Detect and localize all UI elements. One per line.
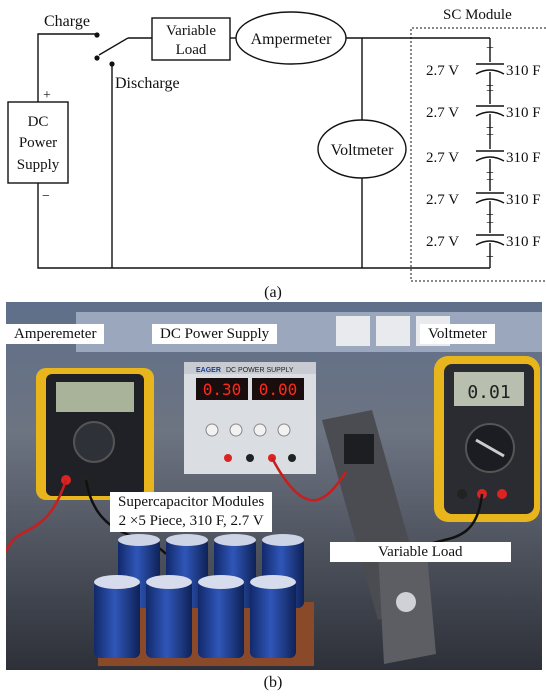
dc-supply-label-line2: Power xyxy=(19,135,57,151)
voltmeter-device: 0.01 xyxy=(434,356,540,522)
sc-cell-plus: + xyxy=(486,128,494,143)
sc-module-border xyxy=(410,27,546,282)
capacitor-cell xyxy=(250,575,296,658)
discharge-label: Discharge xyxy=(115,75,180,92)
wire-red xyxy=(270,457,348,502)
sc-cell: + − 2.7 V 310 F xyxy=(426,128,541,181)
voltmeter-symbol xyxy=(317,119,407,179)
sc-cell: + − 2.7 V 310 F xyxy=(426,84,541,136)
dc-supply-label-line3: Supply xyxy=(17,157,60,173)
switch-contact-discharge xyxy=(109,61,115,67)
sc-cell: + − 2.7 V 310 F xyxy=(426,173,541,223)
variable-load-box xyxy=(151,17,231,61)
sc-cell-minus: − xyxy=(486,79,494,94)
sc-cell-capacitance: 310 F xyxy=(506,63,541,79)
sc-cell-minus: − xyxy=(486,208,494,223)
label-supercapacitor-modules-line2: 2 ×5 Piece, 310 F, 2.7 V xyxy=(118,513,264,529)
dc-supply-minus: − xyxy=(42,189,50,204)
supply-voltage-display: 0.30 xyxy=(203,380,242,399)
sc-cell-plus: + xyxy=(486,84,494,99)
sc-cell-capacitance: 310 F xyxy=(506,192,541,208)
caption-a: (a) xyxy=(264,284,282,300)
photo-illustration: EAGER DC POWER SUPPLY 0.30 0.00 0.01 xyxy=(6,302,542,670)
sc-module-label: SC Module xyxy=(443,7,512,23)
dc-supply-plus: + xyxy=(43,88,51,103)
sc-cell: + − 2.7 V 310 F xyxy=(426,216,541,265)
dc-supply-device: EAGER DC POWER SUPPLY 0.30 0.00 xyxy=(184,362,316,474)
capacitor-cell xyxy=(198,575,244,658)
switch-contact-charge xyxy=(94,32,100,38)
sc-cell-capacitance: 310 F xyxy=(506,150,541,166)
capacitor-cell xyxy=(94,575,140,658)
supply-brand: EAGER xyxy=(196,367,221,374)
amperemeter-device xyxy=(36,368,154,500)
sc-cell-plus: + xyxy=(486,41,494,56)
sc-cell-voltage: 2.7 V xyxy=(426,105,459,121)
sc-cell-plus: + xyxy=(486,173,494,188)
variable-load-label-line1: Variable xyxy=(166,23,216,39)
sc-cell-voltage: 2.7 V xyxy=(426,234,459,250)
wire-return xyxy=(37,183,490,269)
switch-contact-pivot xyxy=(94,55,100,61)
charge-label: Charge xyxy=(44,13,90,30)
outlet xyxy=(336,316,370,346)
wire-supply-top xyxy=(37,33,95,102)
sc-cell-minus: − xyxy=(486,121,494,136)
supercapacitor-array xyxy=(94,534,314,666)
variable-load-device xyxy=(322,410,436,664)
dc-supply-box xyxy=(7,101,69,184)
label-amperemeter: Amperemeter xyxy=(6,324,105,344)
dc-supply-label-line1: DC xyxy=(28,114,49,130)
label-supercapacitor-modules-line1: Supercapacitor Modules xyxy=(118,494,265,510)
capacitor-cell xyxy=(146,575,192,658)
supply-title: DC POWER SUPPLY xyxy=(226,367,294,374)
caption-b: (b) xyxy=(263,674,283,691)
label-supercapacitor-modules: Supercapacitor Modules 2 ×5 Piece, 310 F… xyxy=(110,492,273,532)
voltmeter-label: Voltmeter xyxy=(331,142,394,159)
sc-cell-capacitance: 310 F xyxy=(506,234,541,250)
sc-cell-plus: + xyxy=(486,216,494,231)
ampermeter-symbol xyxy=(235,11,347,65)
switch-arm xyxy=(98,37,129,56)
label-dc-power-supply: DC Power Supply xyxy=(152,324,278,344)
circuit-diagram: Charge Discharge Variable Load Ampermete… xyxy=(7,7,546,300)
sc-cell-capacitance: 310 F xyxy=(506,105,541,121)
circuit-wires xyxy=(37,33,491,269)
experimental-setup-photo: EAGER DC POWER SUPPLY 0.30 0.00 0.01 xyxy=(6,302,542,670)
supply-current-display: 0.00 xyxy=(259,380,298,399)
sc-cell-voltage: 2.7 V xyxy=(426,63,459,79)
sc-cell-voltage: 2.7 V xyxy=(426,192,459,208)
variable-load-label-line2: Load xyxy=(176,42,207,58)
sc-cell-minus: − xyxy=(486,250,494,265)
sc-cell-voltage: 2.7 V xyxy=(426,150,459,166)
wire-red xyxy=(6,479,68,553)
label-variable-load: Variable Load xyxy=(330,542,511,562)
label-voltmeter: Voltmeter xyxy=(420,324,495,344)
voltmeter-display: 0.01 xyxy=(467,382,510,403)
sc-cell: + − 2.7 V 310 F xyxy=(426,41,541,94)
outlet xyxy=(376,316,410,346)
sc-cell-minus: − xyxy=(486,166,494,181)
ampermeter-label: Ampermeter xyxy=(251,31,333,48)
